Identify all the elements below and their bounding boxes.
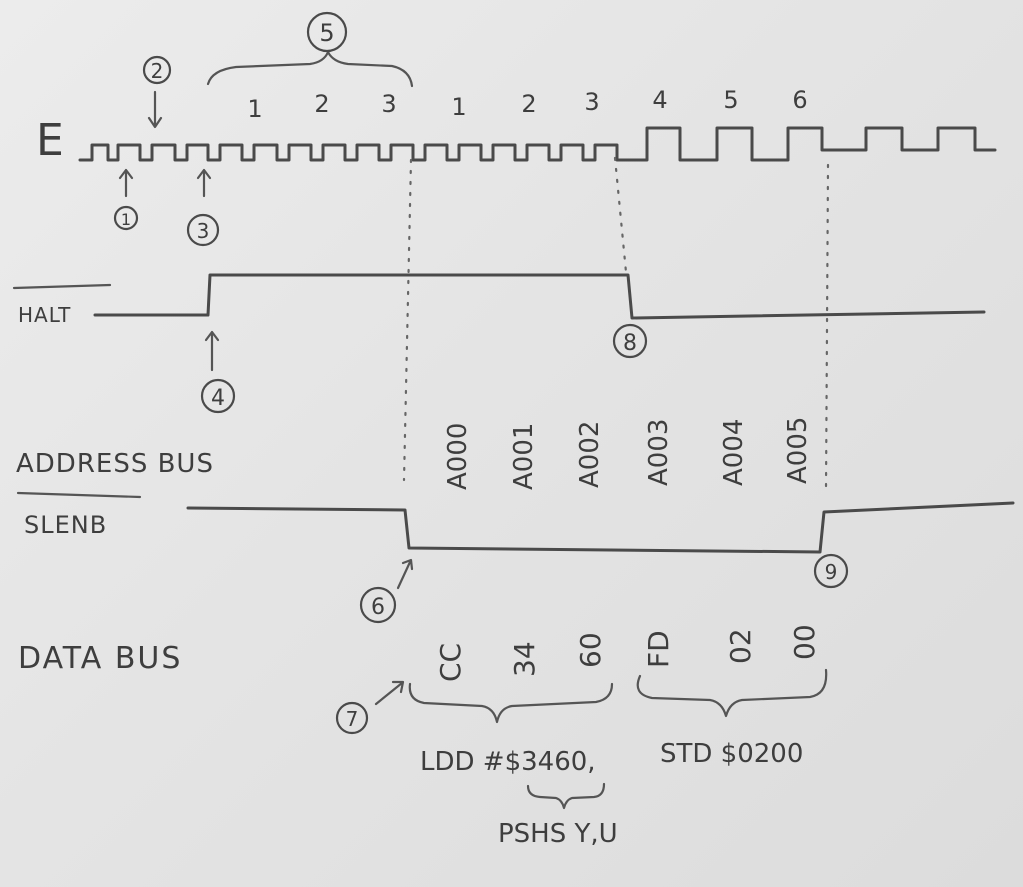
std-instruction: STD $0200 xyxy=(660,739,803,769)
cycle-number: 6 xyxy=(792,86,807,114)
cycle-number: 1 xyxy=(451,93,466,121)
arrow-marker-7 xyxy=(374,680,405,706)
cycle-brace xyxy=(206,50,414,88)
address-value: A005 xyxy=(783,417,813,484)
address-value: A003 xyxy=(644,419,674,486)
cycle-number: 3 xyxy=(584,88,599,116)
guide-line-2 xyxy=(613,156,628,274)
halt-signal-label: HALT xyxy=(18,303,71,327)
ldd-brace xyxy=(408,682,614,724)
slenb-signal-label: SLENB xyxy=(24,511,107,539)
data-bus-label: DATA BUS xyxy=(18,641,182,676)
data-byte: FD xyxy=(642,630,675,668)
halt-overbar xyxy=(12,283,112,290)
arrow-marker-6 xyxy=(396,558,414,590)
address-value: A002 xyxy=(575,421,605,488)
data-byte: 34 xyxy=(508,641,541,677)
marker-label-8: 8 xyxy=(623,331,637,356)
arrow-marker-1 xyxy=(118,168,134,198)
marker-circle-9 xyxy=(813,553,849,589)
marker-label-6: 6 xyxy=(371,595,385,620)
marker-label-4: 4 xyxy=(211,386,225,411)
data-byte: 60 xyxy=(574,632,607,668)
address-value: A004 xyxy=(719,419,749,486)
marker-circle-8 xyxy=(612,323,648,359)
slenb-waveform xyxy=(186,501,1015,554)
guide-line-1 xyxy=(402,158,413,482)
marker-circle-5 xyxy=(306,11,348,53)
marker-circle-6 xyxy=(359,586,397,624)
address-bus-label: ADDRESS BUS xyxy=(16,449,214,479)
cycle-number: 2 xyxy=(314,90,329,118)
marker-label-3: 3 xyxy=(197,219,210,243)
arrow-marker-2 xyxy=(147,90,163,129)
marker-circle-1 xyxy=(113,205,139,231)
ldd-instruction: LDD #$3460, xyxy=(420,747,596,777)
slenb-overbar xyxy=(16,491,142,499)
data-byte: 02 xyxy=(724,628,757,664)
arrow-marker-4 xyxy=(204,330,220,372)
cycle-number: 1 xyxy=(247,95,262,123)
cycle-number: 2 xyxy=(521,90,536,118)
marker-circle-3 xyxy=(186,213,220,247)
marker-circle-4 xyxy=(200,378,236,414)
marker-label-2: 2 xyxy=(151,59,164,83)
arrow-marker-3 xyxy=(196,168,212,198)
e-clock-waveform xyxy=(78,126,997,162)
std-brace xyxy=(636,668,828,718)
marker-label-9: 9 xyxy=(825,560,838,584)
halt-waveform xyxy=(93,273,986,320)
marker-label-7: 7 xyxy=(346,707,359,731)
cycle-number: 3 xyxy=(381,90,396,118)
e-signal-label: E xyxy=(36,115,64,166)
cycle-number: 4 xyxy=(652,86,667,114)
data-byte: 00 xyxy=(788,624,821,660)
cycle-number: 5 xyxy=(723,86,738,114)
marker-circle-7 xyxy=(335,701,369,735)
pshs-brace xyxy=(526,782,606,810)
marker-circle-2 xyxy=(142,55,172,85)
guide-line-3 xyxy=(824,163,830,492)
data-byte: CC xyxy=(434,643,467,682)
address-value: A001 xyxy=(509,423,539,490)
marker-label-1: 1 xyxy=(121,210,131,229)
pshs-instruction: PSHS Y,U xyxy=(498,819,618,849)
marker-label-5: 5 xyxy=(319,19,334,47)
address-value: A000 xyxy=(443,423,473,490)
